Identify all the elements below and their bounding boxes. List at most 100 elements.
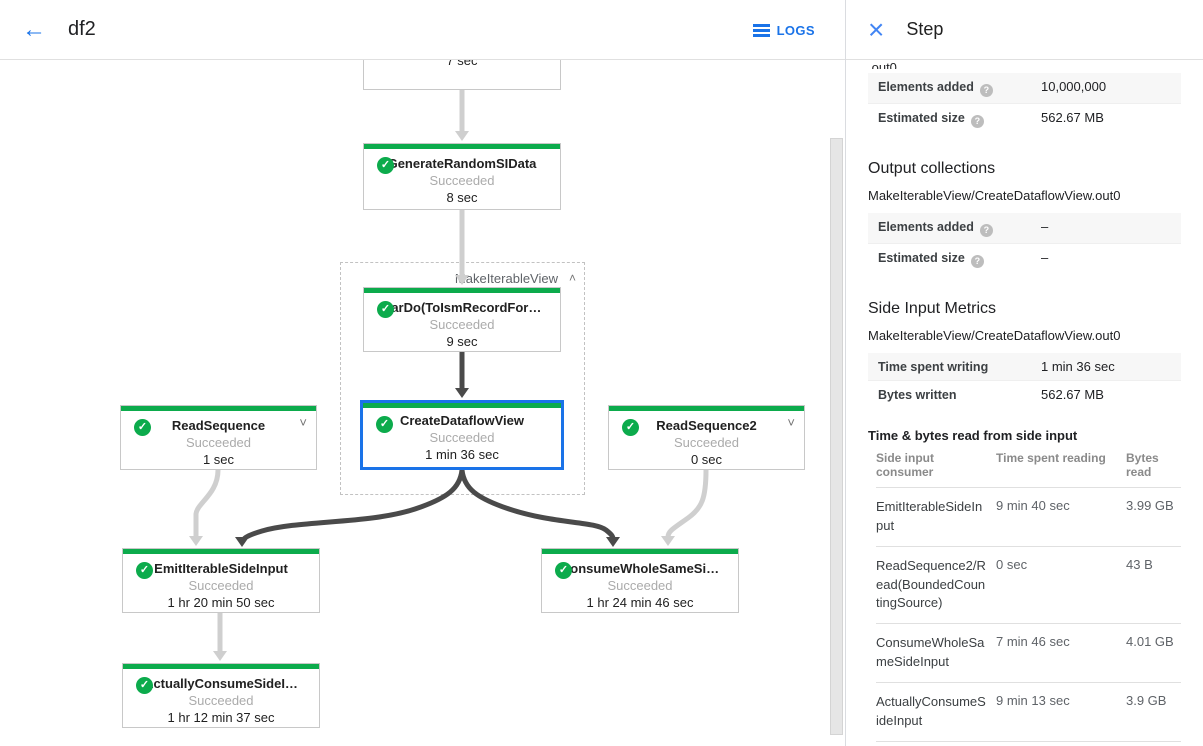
table-row: EmitIterableSideInput 9 min 40 sec 3.99 … [876,487,1181,546]
table-row: ReadSequence2/Read(BoundedCountingSource… [876,545,1181,624]
check-icon: ✓ [136,677,153,694]
consumer-cell: EmitIterableSideInput [876,499,983,533]
help-icon[interactable]: ? [979,84,993,97]
close-icon[interactable]: × [868,13,885,45]
step-panel-body[interactable]: .out0 Elements added? 10,000,000 Estimat… [846,60,1203,746]
edge-readsequence2-to-consume [665,467,709,540]
job-graph-canvas[interactable]: MakeIterableView ˄ [0,60,845,746]
arrowhead [189,536,203,546]
time-cell: 9 min 40 sec [996,498,1070,513]
node-duration: 9 sec [446,334,478,349]
node-title: GenerateRandomSIData [387,156,537,171]
logs-button[interactable]: LOGS [752,0,815,60]
side-input-collection-path: MakeIterableView/CreateDataflowView.out0 [868,328,1121,343]
help-icon[interactable]: ? [970,115,984,128]
side-input-metrics-heading: Side Input Metrics [868,300,997,317]
node-title: ReadSequence [171,418,266,433]
metric-label: Time spent writing [878,360,989,374]
node-status: Succeeded [607,578,673,593]
graph-vertical-scrollbar[interactable] [830,138,843,735]
chevron-down-icon[interactable]: ˅ [299,415,307,430]
table-row: ConsumeWholeSameSideInput 7 min 46 sec 4… [876,623,1181,682]
graph-node-actuallyconsumesideinput[interactable]: ✓ ActuallyConsumeSideI… Succeeded 1 hr 1… [122,663,320,728]
output-collection-path: MakeIterableView/CreateDataflowView.out0 [868,188,1121,203]
column-header: Time spent reading [996,451,1106,465]
list-icon [752,23,770,37]
back-arrow-icon[interactable]: ← [22,15,46,43]
bytes-cell: 4.01 GB [1126,634,1174,650]
status-bar [364,144,560,149]
node-status: Succeeded [185,435,252,450]
arrowhead [455,388,469,398]
arrowhead [455,131,469,141]
time-cell: 0 sec [996,556,1028,572]
metric-row: Estimated size? – [868,244,1181,274]
graph-node-pardo-toismrecord[interactable]: ✓ ParDo(ToIsmRecordFor… Succeeded 9 sec [363,287,561,352]
node-status: Succeeded [429,317,495,332]
help-icon[interactable]: ? [970,255,984,268]
check-icon: ✓ [134,419,151,436]
graph-node-createdataflowview-selected[interactable]: ✓ CreateDataflowView Succeeded 1 min 36 … [360,400,564,470]
node-status: Succeeded [429,173,495,188]
metric-label: Elements added [878,80,974,94]
step-panel-header: × Step [846,0,1203,60]
bytes-cell: 43 B [1126,556,1153,572]
node-duration: 1 hr 24 min 46 sec [586,595,694,610]
node-duration: 8 sec [446,190,478,205]
edge-readsequence-to-emit [193,467,221,540]
check-icon: ✓ [376,416,393,433]
graph-edges [189,87,709,661]
graph-node-emititerablesideinput[interactable]: ✓ EmitIterableSideInput Succeeded 1 hr 2… [122,548,320,613]
node-status: Succeeded [188,578,254,593]
help-icon[interactable]: ? [979,224,993,237]
table-row: ReadSequence/Read(BoundedCountingSource)… [876,740,1181,746]
node-duration: 7 sec [446,60,478,68]
job-title: df2 [68,18,96,40]
node-duration: 1 hr 12 min 37 sec [167,710,275,725]
status-bar [121,406,316,411]
node-title: ReadSequence2 [656,418,757,433]
clipped-collection-path: .out0 [868,60,897,69]
status-bar [609,406,804,411]
bytes-cell: 3.99 GB [1126,498,1174,513]
node-status: Succeeded [188,693,254,708]
bytes-cell: 3.9 GB [1126,692,1167,708]
arrowhead [606,537,620,547]
consumer-cell: ReadSequence2/Read(BoundedCountingSource… [876,557,986,611]
graph-node-readsequence2[interactable]: ✓ ˅ ReadSequence2 Succeeded 0 sec [608,405,805,470]
node-status: Succeeded [429,430,495,445]
graph-node-consumewholesamesideinput[interactable]: ✓ ConsumeWholeSameSi… Succeeded 1 hr 24 … [541,548,739,613]
node-title: CreateDataflowView [399,413,525,428]
graph-node-readsequence[interactable]: ✓ ˅ ReadSequence Succeeded 1 sec [120,405,317,470]
node-title: ActuallyConsumeSideI… [144,676,298,691]
group-label: MakeIterableView [454,271,558,286]
arrowhead [235,537,249,547]
node-duration: 1 sec [202,452,235,467]
consumer-cell: ConsumeWholeSameSideInput [876,635,985,670]
status-bar [363,403,561,408]
output-collections-heading: Output collections [868,160,996,177]
time-cell: 7 min 46 sec [996,634,1070,650]
metric-label: Bytes written [878,388,957,402]
chevron-up-icon[interactable]: ˄ [568,271,576,285]
arrowhead [661,536,675,546]
metric-value: – [1041,250,1049,265]
check-icon: ✓ [377,301,394,318]
graph-node-clipped-top[interactable]: Succeeded 7 sec [363,60,561,90]
chevron-down-icon[interactable]: ˅ [787,415,795,430]
status-bar [364,288,560,293]
metric-row: Elements added? – [868,213,1181,244]
graph-node-generaterandomsidata[interactable]: ✓ GenerateRandomSIData Succeeded 8 sec [363,143,561,210]
top-toolbar: ← df2 LOGS [0,0,845,60]
metric-row: Time spent writing 1 min 36 sec [868,353,1181,381]
metric-row: Estimated size? 562.67 MB [868,104,1181,134]
metric-value: 562.67 MB [1041,387,1104,402]
arrowhead [213,651,227,661]
status-bar [123,664,319,669]
metric-label: Estimated size [878,111,965,125]
arrowhead [455,275,469,285]
check-icon: ✓ [136,562,153,579]
metric-value: 562.67 MB [1041,110,1104,125]
column-header: Bytes read [1126,451,1159,479]
edge-createview-to-emit [241,467,465,542]
